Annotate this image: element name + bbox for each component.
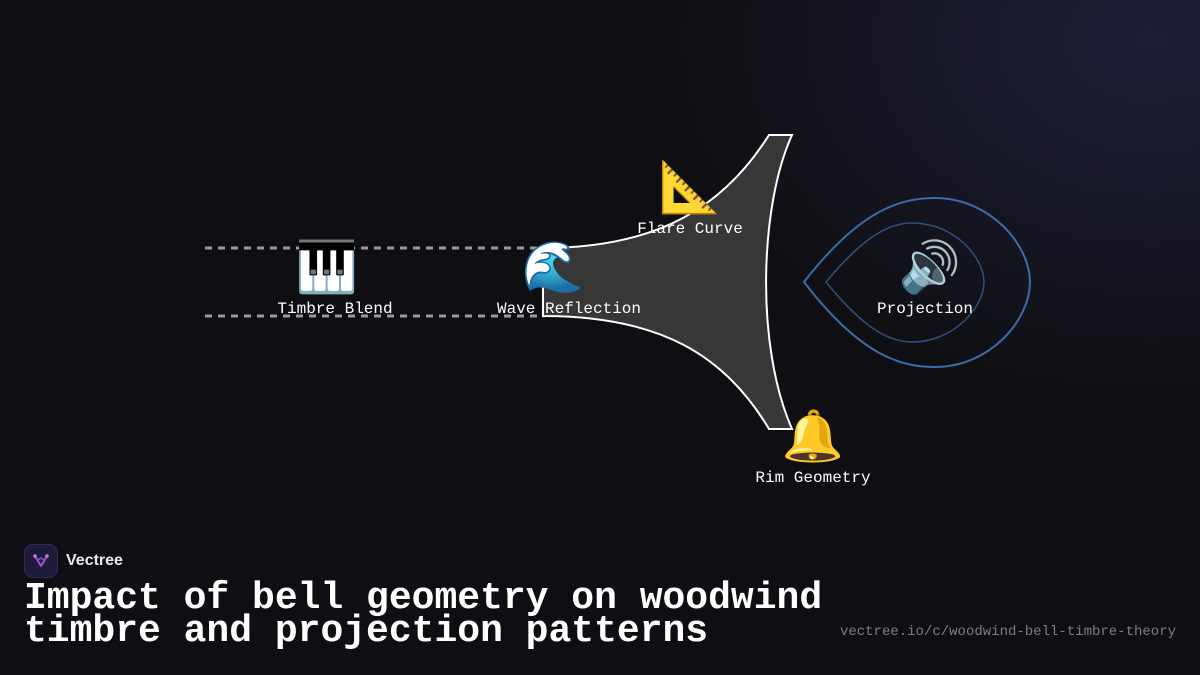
bell-icon: 🔔 <box>781 407 845 465</box>
node-flare-curve: 📐 Flare Curve <box>637 158 743 238</box>
node-projection: 🔊 Projection <box>877 238 973 318</box>
projection-outer-lobe <box>802 196 1032 369</box>
vectree-logo-icon <box>24 544 58 578</box>
node-wave-reflection: 🌊 Wave Reflection <box>465 238 641 318</box>
node-label: Flare Curve <box>637 220 743 238</box>
piano-icon: 🎹 <box>295 238 359 296</box>
node-label: Timbre Blend <box>277 300 393 318</box>
node-label: Rim Geometry <box>755 469 871 487</box>
bell-flare-shape <box>542 134 794 430</box>
wave-icon: 🌊 <box>521 238 585 296</box>
speaker-icon: 🔊 <box>898 238 962 296</box>
brand: Vectree <box>24 544 123 578</box>
node-timbre-blend: 🎹 Timbre Blend <box>261 238 392 318</box>
page-title: Impact of bell geometry on woodwind timb… <box>24 577 823 653</box>
projection-inner-lobe <box>825 222 985 343</box>
node-rim-geometry: 🔔 Rim Geometry <box>755 407 870 487</box>
node-label: Wave Reflection <box>496 300 642 318</box>
source-url: vectree.io/c/woodwind-bell-timbre-theory <box>839 624 1176 640</box>
triangular-ruler-icon: 📐 <box>658 158 722 216</box>
brand-name: Vectree <box>66 552 123 569</box>
node-label: Projection <box>876 300 974 318</box>
